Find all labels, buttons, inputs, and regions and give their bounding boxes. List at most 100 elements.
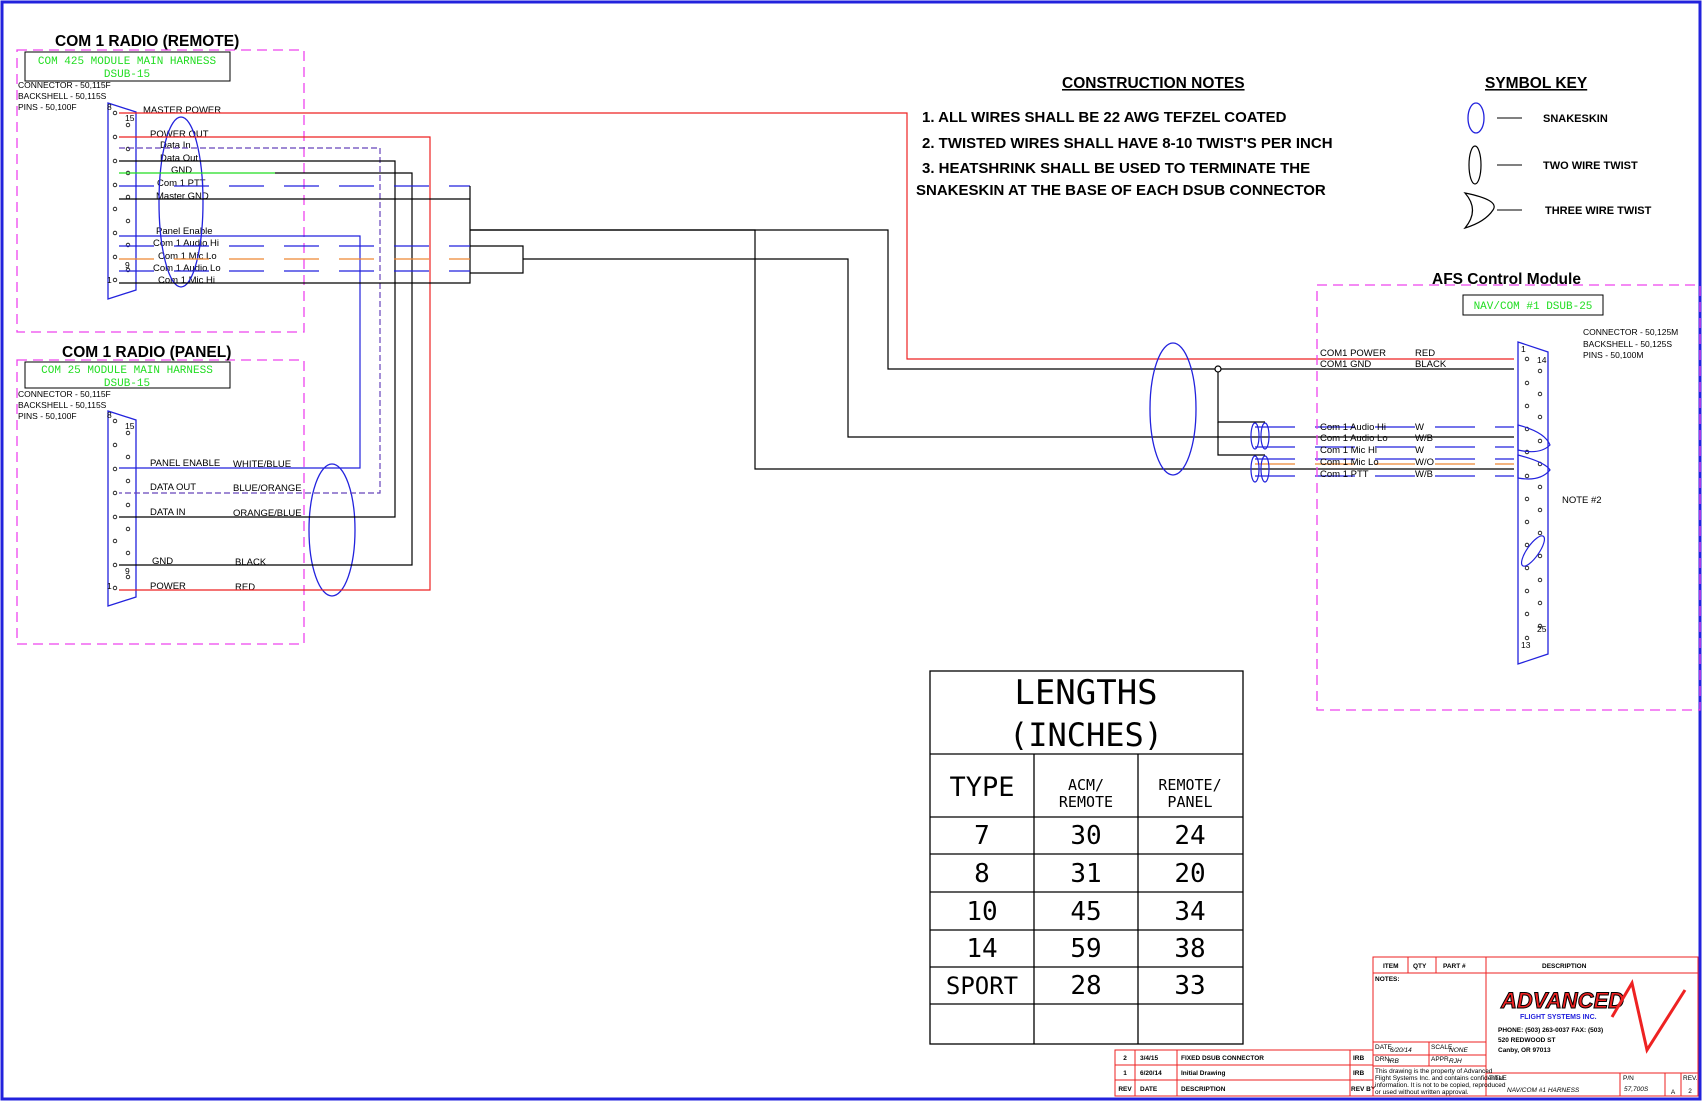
afs-module-name: NAV/COM #1 DSUB-25 xyxy=(1474,301,1593,313)
remote-wire-label: Panel Enable xyxy=(156,226,213,237)
remote-pin-1: 1 xyxy=(107,275,112,285)
col-item-header: ITEM xyxy=(1383,963,1399,970)
remote-wire-label: Master GND xyxy=(156,191,209,202)
table-cell: 59 xyxy=(1070,934,1101,964)
col-acm-header-2: REMOTE xyxy=(1059,793,1113,811)
logo-zigzag-icon xyxy=(1610,978,1687,1054)
panel-dsub15-connector xyxy=(107,410,137,607)
company-phone: PHONE: (503) 263-0037 FAX: (503) xyxy=(1498,1027,1603,1034)
col-qty-header: QTY xyxy=(1413,963,1427,970)
approved-value: RJH xyxy=(1449,1058,1462,1065)
panel-wire-label: POWER xyxy=(150,581,186,592)
scale-label: SCALE xyxy=(1431,1044,1453,1051)
company-city: Canby, OR 97013 xyxy=(1498,1047,1551,1054)
afs-pin-14: 14 xyxy=(1537,355,1547,365)
panel-pins-pn: PINS - 50,100F xyxy=(18,411,77,421)
two-wire-twist-icon xyxy=(1468,145,1482,185)
afs-backshell-pn: BACKSHELL - 50,125S xyxy=(1583,339,1672,349)
remote-pins-pn: PINS - 50,100F xyxy=(18,102,77,112)
lengths-title: LENGTHS xyxy=(1014,673,1157,713)
panel-wire-label: DATA OUT xyxy=(150,482,196,493)
note-3a: 3. HEATSHRINK SHALL BE USED TO TERMINATE… xyxy=(922,160,1310,177)
drawn-by-label: DRN. xyxy=(1375,1056,1391,1063)
wire-afs-branch xyxy=(1217,369,1265,423)
lengths-table-border xyxy=(929,670,1244,1045)
table-cell: 8 xyxy=(974,859,990,889)
afs-wire-color: W xyxy=(1415,422,1424,433)
wire-panel-enable xyxy=(119,235,361,469)
rev-by-header: REV BY xyxy=(1351,1086,1376,1093)
lengths-units: (INCHES) xyxy=(1009,716,1163,754)
wire-data-in xyxy=(119,147,381,494)
table-cell: SPORT xyxy=(946,972,1018,1000)
symbol-key: SYMBOL KEY SNAKESKIN TWO WIRE TWIST THRE… xyxy=(1463,75,1652,230)
afs-wire-color: BLACK xyxy=(1415,359,1447,370)
part-number-value: 57,700S xyxy=(1624,1086,1649,1093)
title-label: TITLE xyxy=(1489,1075,1507,1082)
afs-pins-pn: PINS - 50,100M xyxy=(1583,350,1643,360)
wire-data-out xyxy=(119,160,396,518)
wire-mic-trunk xyxy=(470,229,1514,470)
panel-pin-8: 8 xyxy=(107,410,112,420)
afs-wire-label: Com 1 Mic Lo xyxy=(1320,457,1379,468)
table-cell: 31 xyxy=(1070,859,1101,889)
sheet-size: A xyxy=(1671,1089,1676,1096)
panel-backshell-pn: BACKSHELL - 50,115S xyxy=(18,400,107,410)
remote-module-name: COM 425 MODULE MAIN HARNESS xyxy=(38,56,217,68)
afs-pin-13: 13 xyxy=(1521,640,1531,650)
date-value: 6/20/14 xyxy=(1390,1047,1412,1054)
remote-wire-label: Data In xyxy=(160,140,191,151)
lengths-table: LENGTHS (INCHES) TYPE ACM/ REMOTE REMOTE… xyxy=(929,670,1244,1045)
note-1: 1. ALL WIRES SHALL BE 22 AWG TEFZEL COAT… xyxy=(922,109,1287,126)
company-street: 520 REDWOOD ST xyxy=(1498,1037,1555,1044)
property-notice: Flight Systems Inc. and contains confide… xyxy=(1375,1075,1504,1082)
key-two-wire: TWO WIRE TWIST xyxy=(1543,160,1638,172)
table-cell: 30 xyxy=(1070,821,1101,851)
panel-wire-color: WHITE/BLUE xyxy=(233,459,291,470)
panel-wire-label: PANEL ENABLE xyxy=(150,458,220,469)
afs-wire-label: Com 1 Mic Hi xyxy=(1320,445,1377,456)
afs-note-2: NOTE #2 xyxy=(1562,495,1602,506)
remote-wire-label: Com 1 Mic Lo xyxy=(158,251,217,262)
wire-junction-dot xyxy=(1214,365,1222,373)
panel-wire-color: BLUE/ORANGE xyxy=(233,483,302,494)
drawn-by-value: IRB xyxy=(1388,1058,1400,1065)
construction-notes: CONSTRUCTION NOTES 1. ALL WIRES SHALL BE… xyxy=(916,75,1333,199)
rev-desc-cell: FIXED DSUB CONNECTOR xyxy=(1181,1055,1264,1062)
panel-pin-1: 1 xyxy=(107,581,112,591)
table-cell: 14 xyxy=(966,934,997,964)
remote-pin-15: 15 xyxy=(125,113,135,123)
afs-wire-color: W xyxy=(1415,445,1424,456)
table-cell: 10 xyxy=(966,897,997,927)
logo-subtitle: FLIGHT SYSTEMS INC. xyxy=(1520,1014,1597,1021)
trunk-snakeskin xyxy=(1149,342,1197,476)
three-wire-twist-icon xyxy=(1463,192,1495,230)
panel-pin-9: 9 xyxy=(125,566,130,576)
rev-date-cell: 6/20/14 xyxy=(1140,1070,1162,1077)
rev-cell: 2 xyxy=(1123,1055,1127,1062)
remote-module-type: DSUB-15 xyxy=(104,69,150,81)
remote-wire-label: Com 1 PTT xyxy=(157,178,206,189)
drawing-title: NAV/COM #1 HARNESS xyxy=(1507,1087,1580,1094)
remote-title: COM 1 RADIO (REMOTE) xyxy=(55,33,239,50)
afs-wire-label: Com 1 PTT xyxy=(1320,469,1369,480)
symbol-key-title: SYMBOL KEY xyxy=(1485,75,1588,92)
remote-backshell-pn: BACKSHELL - 50,115S xyxy=(18,91,107,101)
wire-power-out xyxy=(119,136,431,591)
property-notice: This drawing is the property of Advanced xyxy=(1375,1068,1493,1075)
panel-module-name: COM 25 MODULE MAIN HARNESS xyxy=(41,365,213,377)
remote-pin-8: 8 xyxy=(107,102,112,112)
afs-title: AFS Control Module xyxy=(1432,271,1581,288)
col-desc-header: DESCRIPTION xyxy=(1542,963,1587,970)
panel-title: COM 1 RADIO (PANEL) xyxy=(62,344,231,361)
table-cell: 38 xyxy=(1174,934,1205,964)
panel-wire-color: RED xyxy=(235,582,255,593)
table-cell: 45 xyxy=(1070,897,1101,927)
afs-two-wire-twists xyxy=(1250,422,1270,483)
panel-wire-color: ORANGE/BLUE xyxy=(233,508,302,519)
afs-wire-color: W/O xyxy=(1415,457,1434,468)
afs-pin-holes xyxy=(1524,356,1543,641)
key-three-wire: THREE WIRE TWIST xyxy=(1545,205,1652,217)
note-2: 2. TWISTED WIRES SHALL HAVE 8-10 TWIST'S… xyxy=(922,135,1333,152)
